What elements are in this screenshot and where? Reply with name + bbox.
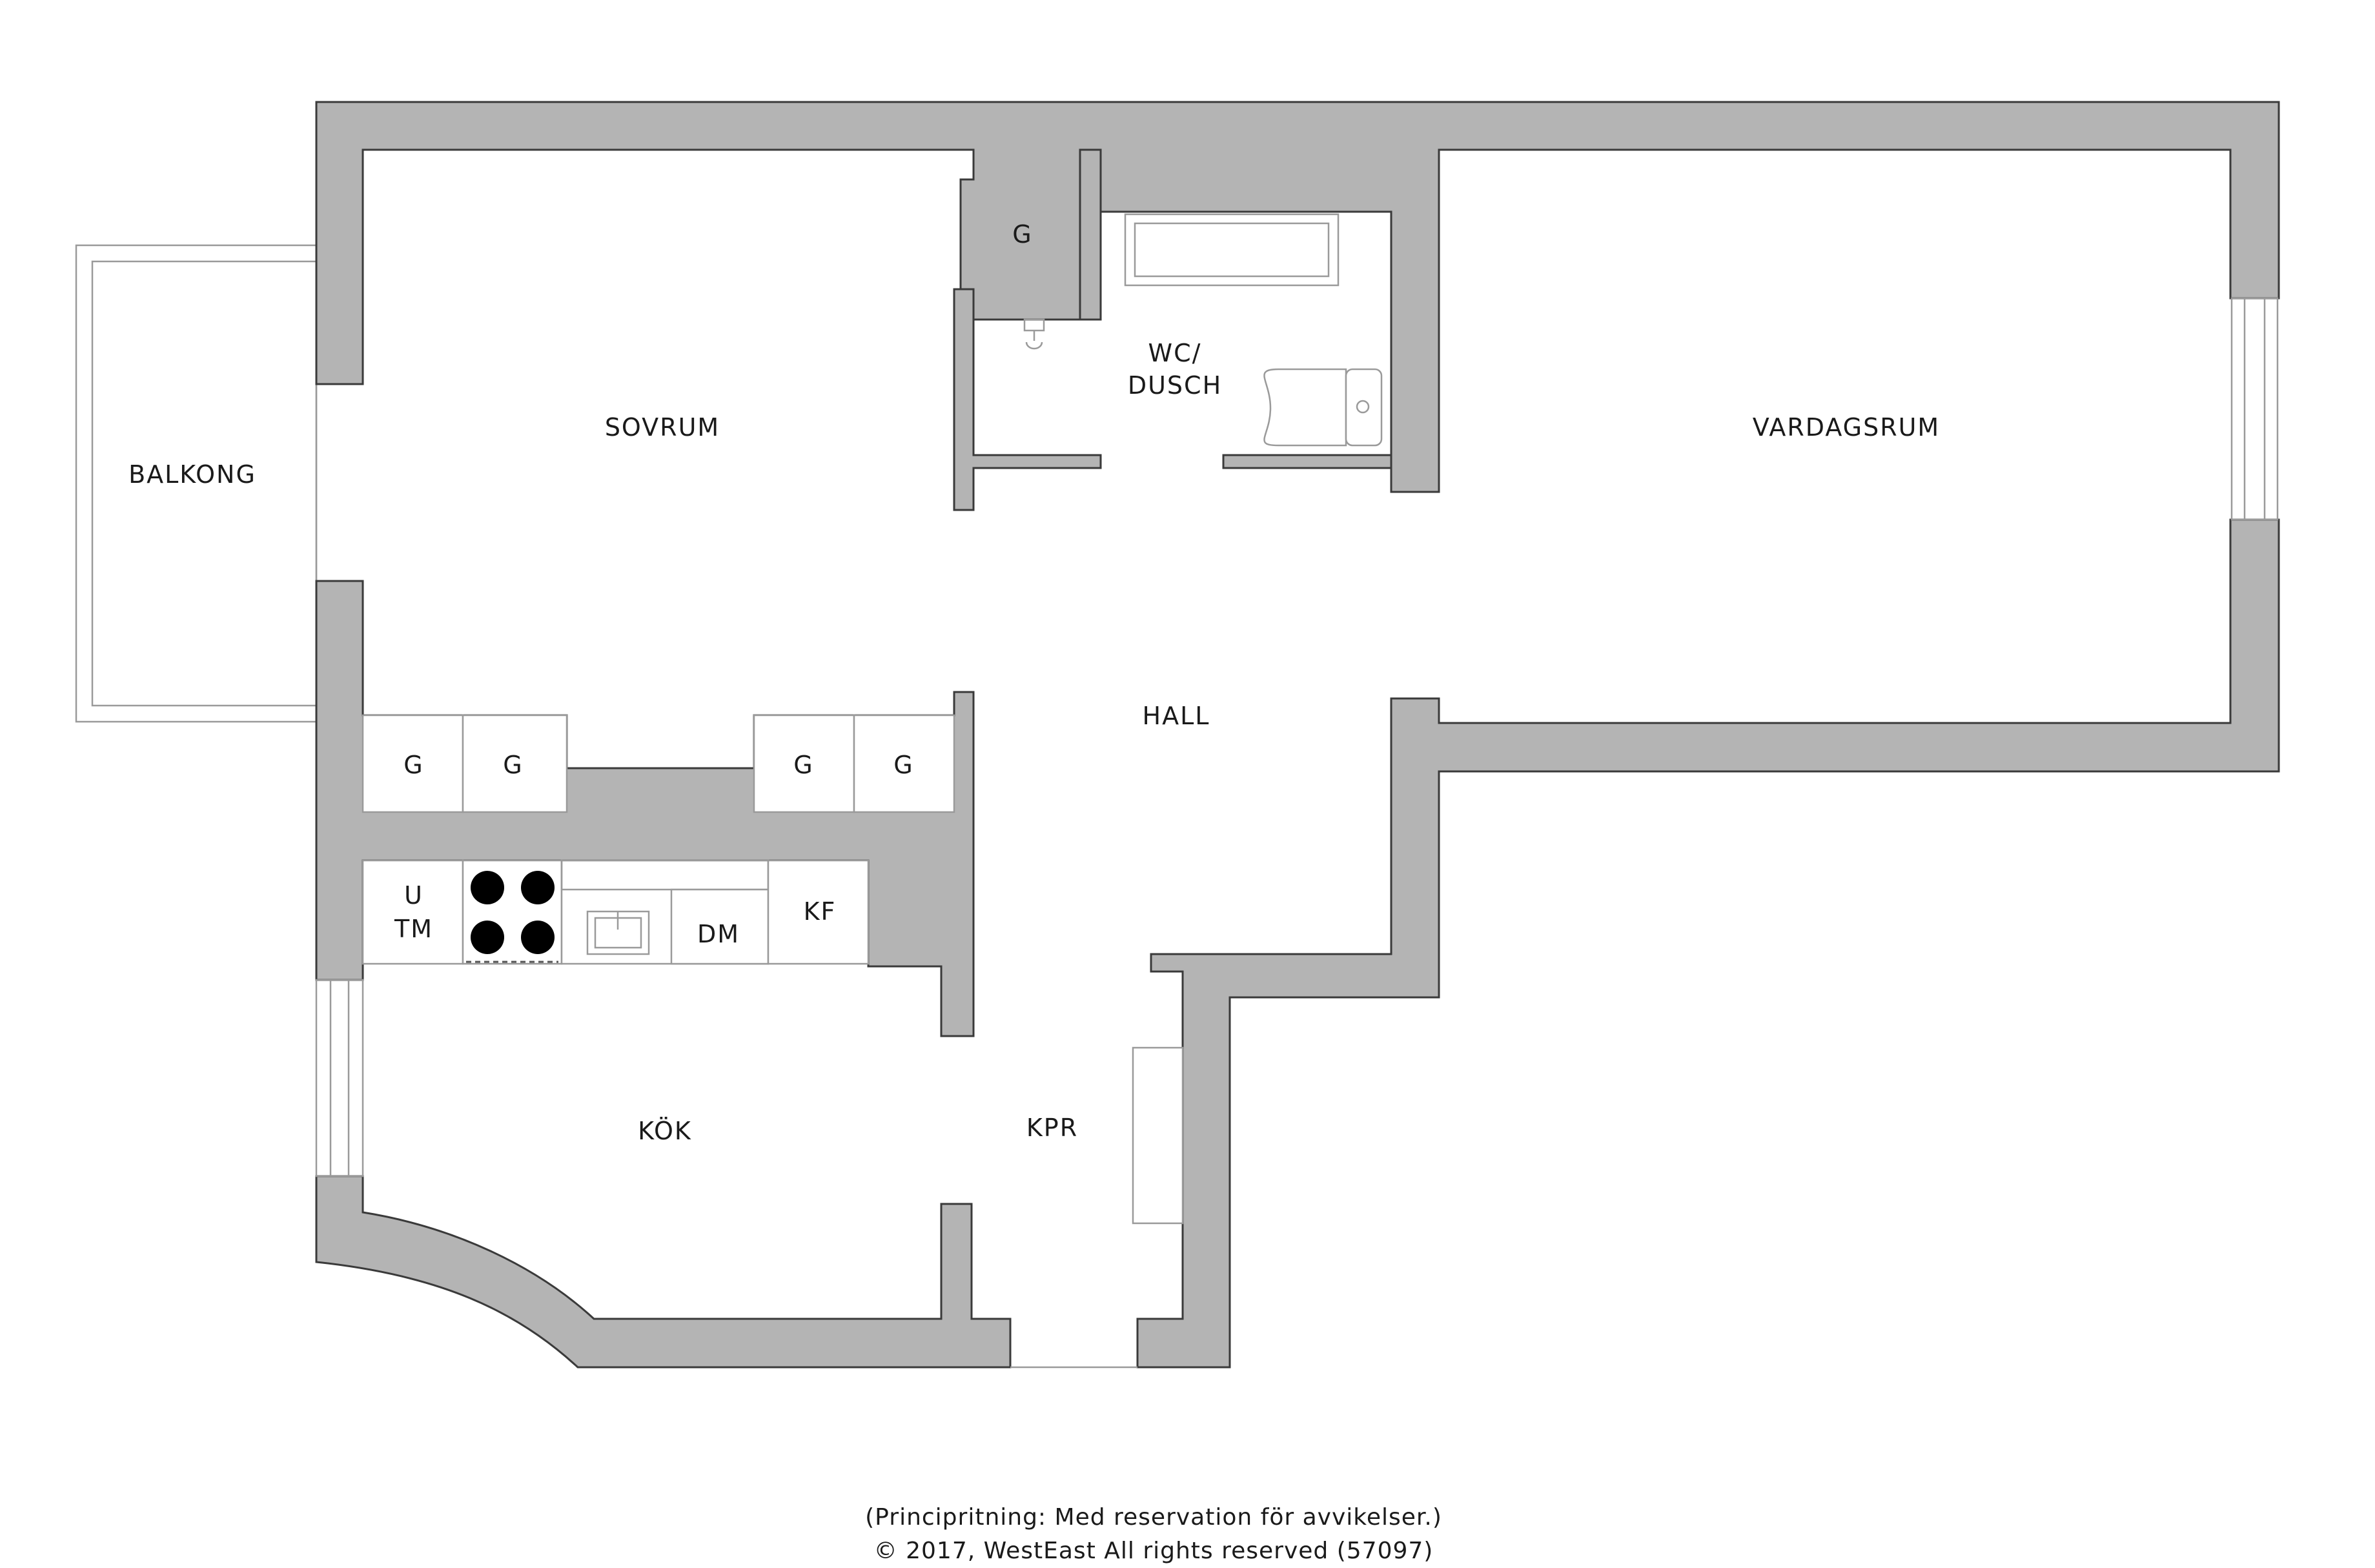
room-label-kok: KÖK	[638, 1117, 692, 1145]
shower-head	[1023, 318, 1045, 350]
cabinets	[362, 714, 1184, 1225]
fixture-label-g-4: G	[893, 751, 913, 779]
bathroom-fixtures	[1023, 213, 1383, 447]
wall-bath-left	[953, 288, 1102, 511]
fixture-label-g-1: G	[403, 751, 423, 779]
fixture-label-g-top: G	[1012, 220, 1032, 249]
fixture-label-g-3: G	[793, 751, 813, 779]
fixture-label-g-2: G	[503, 751, 523, 779]
wall-bath-right-lip	[1222, 454, 1392, 469]
wall-closet	[1079, 148, 1102, 321]
fixture-label-kf: KF	[804, 897, 837, 926]
fixture-label-u: U	[404, 881, 423, 910]
room-label-vardagsrum: VARDAGSRUM	[1753, 413, 1940, 442]
coat-rack	[1132, 1046, 1184, 1225]
footer-copyright: © 2017, WestEast All rights reserved (57…	[874, 1538, 1434, 1564]
room-label-sovrum: SOVRUM	[605, 413, 720, 442]
fixture-label-tm: TM	[394, 915, 433, 943]
wall-kitchen-bay	[315, 1175, 1012, 1369]
windows	[315, 297, 2279, 1369]
wall-top	[315, 101, 2280, 493]
room-label-balkong: BALKONG	[128, 460, 256, 489]
footer-disclaimer: (Principritning: Med reservation för avv…	[865, 1504, 1442, 1531]
balcony	[75, 244, 318, 723]
room-label-dusch: DUSCH	[1128, 371, 1222, 400]
room-label-hall: HALL	[1143, 702, 1210, 730]
wall-living-right	[1136, 518, 2280, 1369]
fixture-label-dm: DM	[697, 920, 740, 948]
toilet	[1263, 368, 1347, 447]
room-label-kpr: KPR	[1026, 1114, 1078, 1142]
hob	[466, 871, 558, 963]
walls	[315, 101, 2280, 1369]
bathtub	[1124, 213, 1340, 287]
room-label-wc: WC/	[1148, 339, 1202, 367]
